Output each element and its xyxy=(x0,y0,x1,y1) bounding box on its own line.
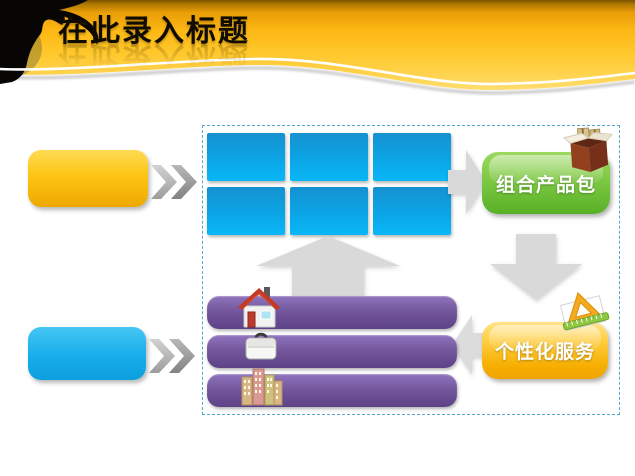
house-icon xyxy=(238,287,280,328)
title-block: 在此录入标题 在此录入标题 xyxy=(58,15,250,73)
personalized-service-button[interactable]: 个性化服务 xyxy=(482,322,608,379)
page-title: 在此录入标题 xyxy=(58,15,250,48)
down-arrow-icon xyxy=(490,234,582,300)
personalized-service-label: 个性化服务 xyxy=(494,342,595,363)
chevron-right-icon xyxy=(151,165,197,199)
up-arrow-icon xyxy=(256,236,400,296)
briefcase-icon xyxy=(245,332,277,360)
buildings-icon xyxy=(241,368,283,406)
header-banner xyxy=(0,0,635,95)
set-square-icon xyxy=(559,291,610,332)
product-tile[interactable] xyxy=(373,133,451,181)
product-tile[interactable] xyxy=(373,187,451,235)
climber-silhouette-icon xyxy=(0,0,99,84)
chevron-right-icon xyxy=(149,339,195,373)
source-box-bottom[interactable] xyxy=(28,327,146,380)
page-title-reflection: 在此录入标题 xyxy=(58,40,250,73)
left-arrow-icon xyxy=(452,315,486,375)
wave-shadow xyxy=(0,66,635,95)
product-tile[interactable] xyxy=(290,187,368,235)
right-arrow-icon xyxy=(448,150,486,214)
product-tile[interactable] xyxy=(207,187,285,235)
product-tile[interactable] xyxy=(290,133,368,181)
wave-highlight-line xyxy=(0,57,635,86)
package-box-icon xyxy=(563,127,613,172)
combined-package-label: 组合产品包 xyxy=(495,174,596,196)
gold-band xyxy=(0,0,635,91)
source-box-top[interactable] xyxy=(28,150,148,207)
product-tile[interactable] xyxy=(207,133,285,181)
product-tile-grid xyxy=(207,133,451,235)
